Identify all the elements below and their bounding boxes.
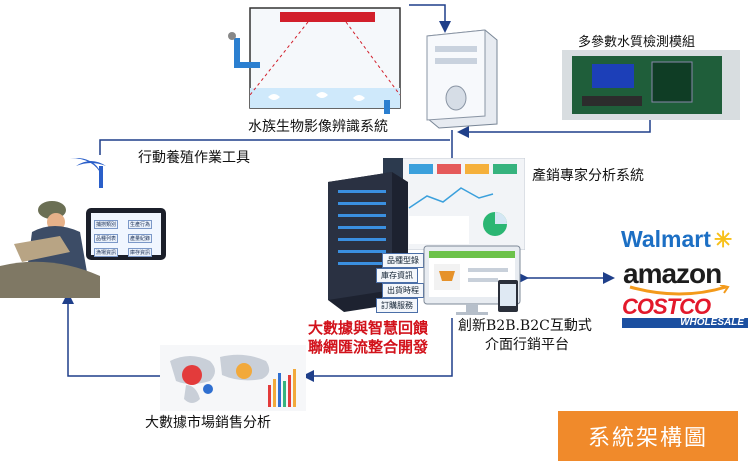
amazon-logo: amazon bbox=[623, 258, 722, 290]
wire-platform-to-market bbox=[302, 318, 453, 382]
tablet-menu-item[interactable]: 捕撈類別 bbox=[94, 220, 119, 229]
server-menu-item[interactable]: 訂購服務 bbox=[376, 298, 418, 313]
bigdata-integration-label-line1: 大數據與智慧回饋 bbox=[308, 319, 429, 337]
water-module-photo bbox=[562, 50, 740, 120]
aquarium-tank-illustration bbox=[228, 7, 401, 114]
tower-pc-icon bbox=[426, 29, 498, 129]
costco-logo: COSTCO WHOLESALE bbox=[622, 296, 748, 329]
market-analysis-map-chart bbox=[160, 345, 306, 411]
tablet-menu-item[interactable]: 品種列表 bbox=[94, 234, 119, 243]
walmart-spark-icon: ✳ bbox=[713, 227, 733, 252]
costco-wholesale-band: WHOLESALE bbox=[622, 318, 748, 328]
wire-mobile-to-system bbox=[99, 139, 450, 155]
b2b-b2c-platform-label-line2: 介面行銷平台 bbox=[485, 337, 569, 353]
walmart-wordmark: Walmart bbox=[621, 226, 711, 252]
server-menu-item[interactable]: 品種型錄 bbox=[382, 253, 424, 268]
market-analysis-label: 大數據市場銷售分析 bbox=[145, 415, 271, 431]
tablet-menu-item[interactable]: 生產行為 bbox=[128, 220, 153, 229]
tablet-menu-item[interactable]: 漁場資訊 bbox=[94, 248, 119, 257]
server-menu-item[interactable]: 庫存資訊 bbox=[376, 268, 418, 283]
expert-system-label: 產銷專家分析系統 bbox=[532, 168, 644, 184]
costco-wordmark: COSTCO bbox=[622, 294, 711, 319]
tablet-menu-item[interactable]: 產量紀錄 bbox=[128, 234, 153, 243]
wire-market-to-worker bbox=[62, 292, 160, 377]
mobile-tool-label: 行動養殖作業工具 bbox=[138, 150, 250, 166]
server-menu-item[interactable]: 出貨時程 bbox=[382, 283, 424, 298]
amazon-wordmark: amazon bbox=[623, 258, 722, 289]
bigdata-integration-label-line2: 聯網匯流整合開發 bbox=[308, 338, 429, 356]
amazon-smile-icon bbox=[629, 285, 730, 296]
walmart-logo: Walmart✳ bbox=[621, 226, 732, 253]
architecture-title-box: 系統架構圖 bbox=[558, 411, 738, 461]
aquatic-recognition-label: 水族生物影像辨識系統 bbox=[248, 119, 388, 135]
tablet-menu-item[interactable]: 庫存資訊 bbox=[128, 248, 153, 257]
wire-tank-to-tower bbox=[409, 4, 451, 33]
b2b-b2c-platform-label-line1: 創新B2B.B2C互動式 bbox=[458, 318, 592, 334]
platform-monitor-icon bbox=[423, 245, 521, 315]
water-module-label: 多參數水質檢測模組 bbox=[578, 35, 696, 50]
